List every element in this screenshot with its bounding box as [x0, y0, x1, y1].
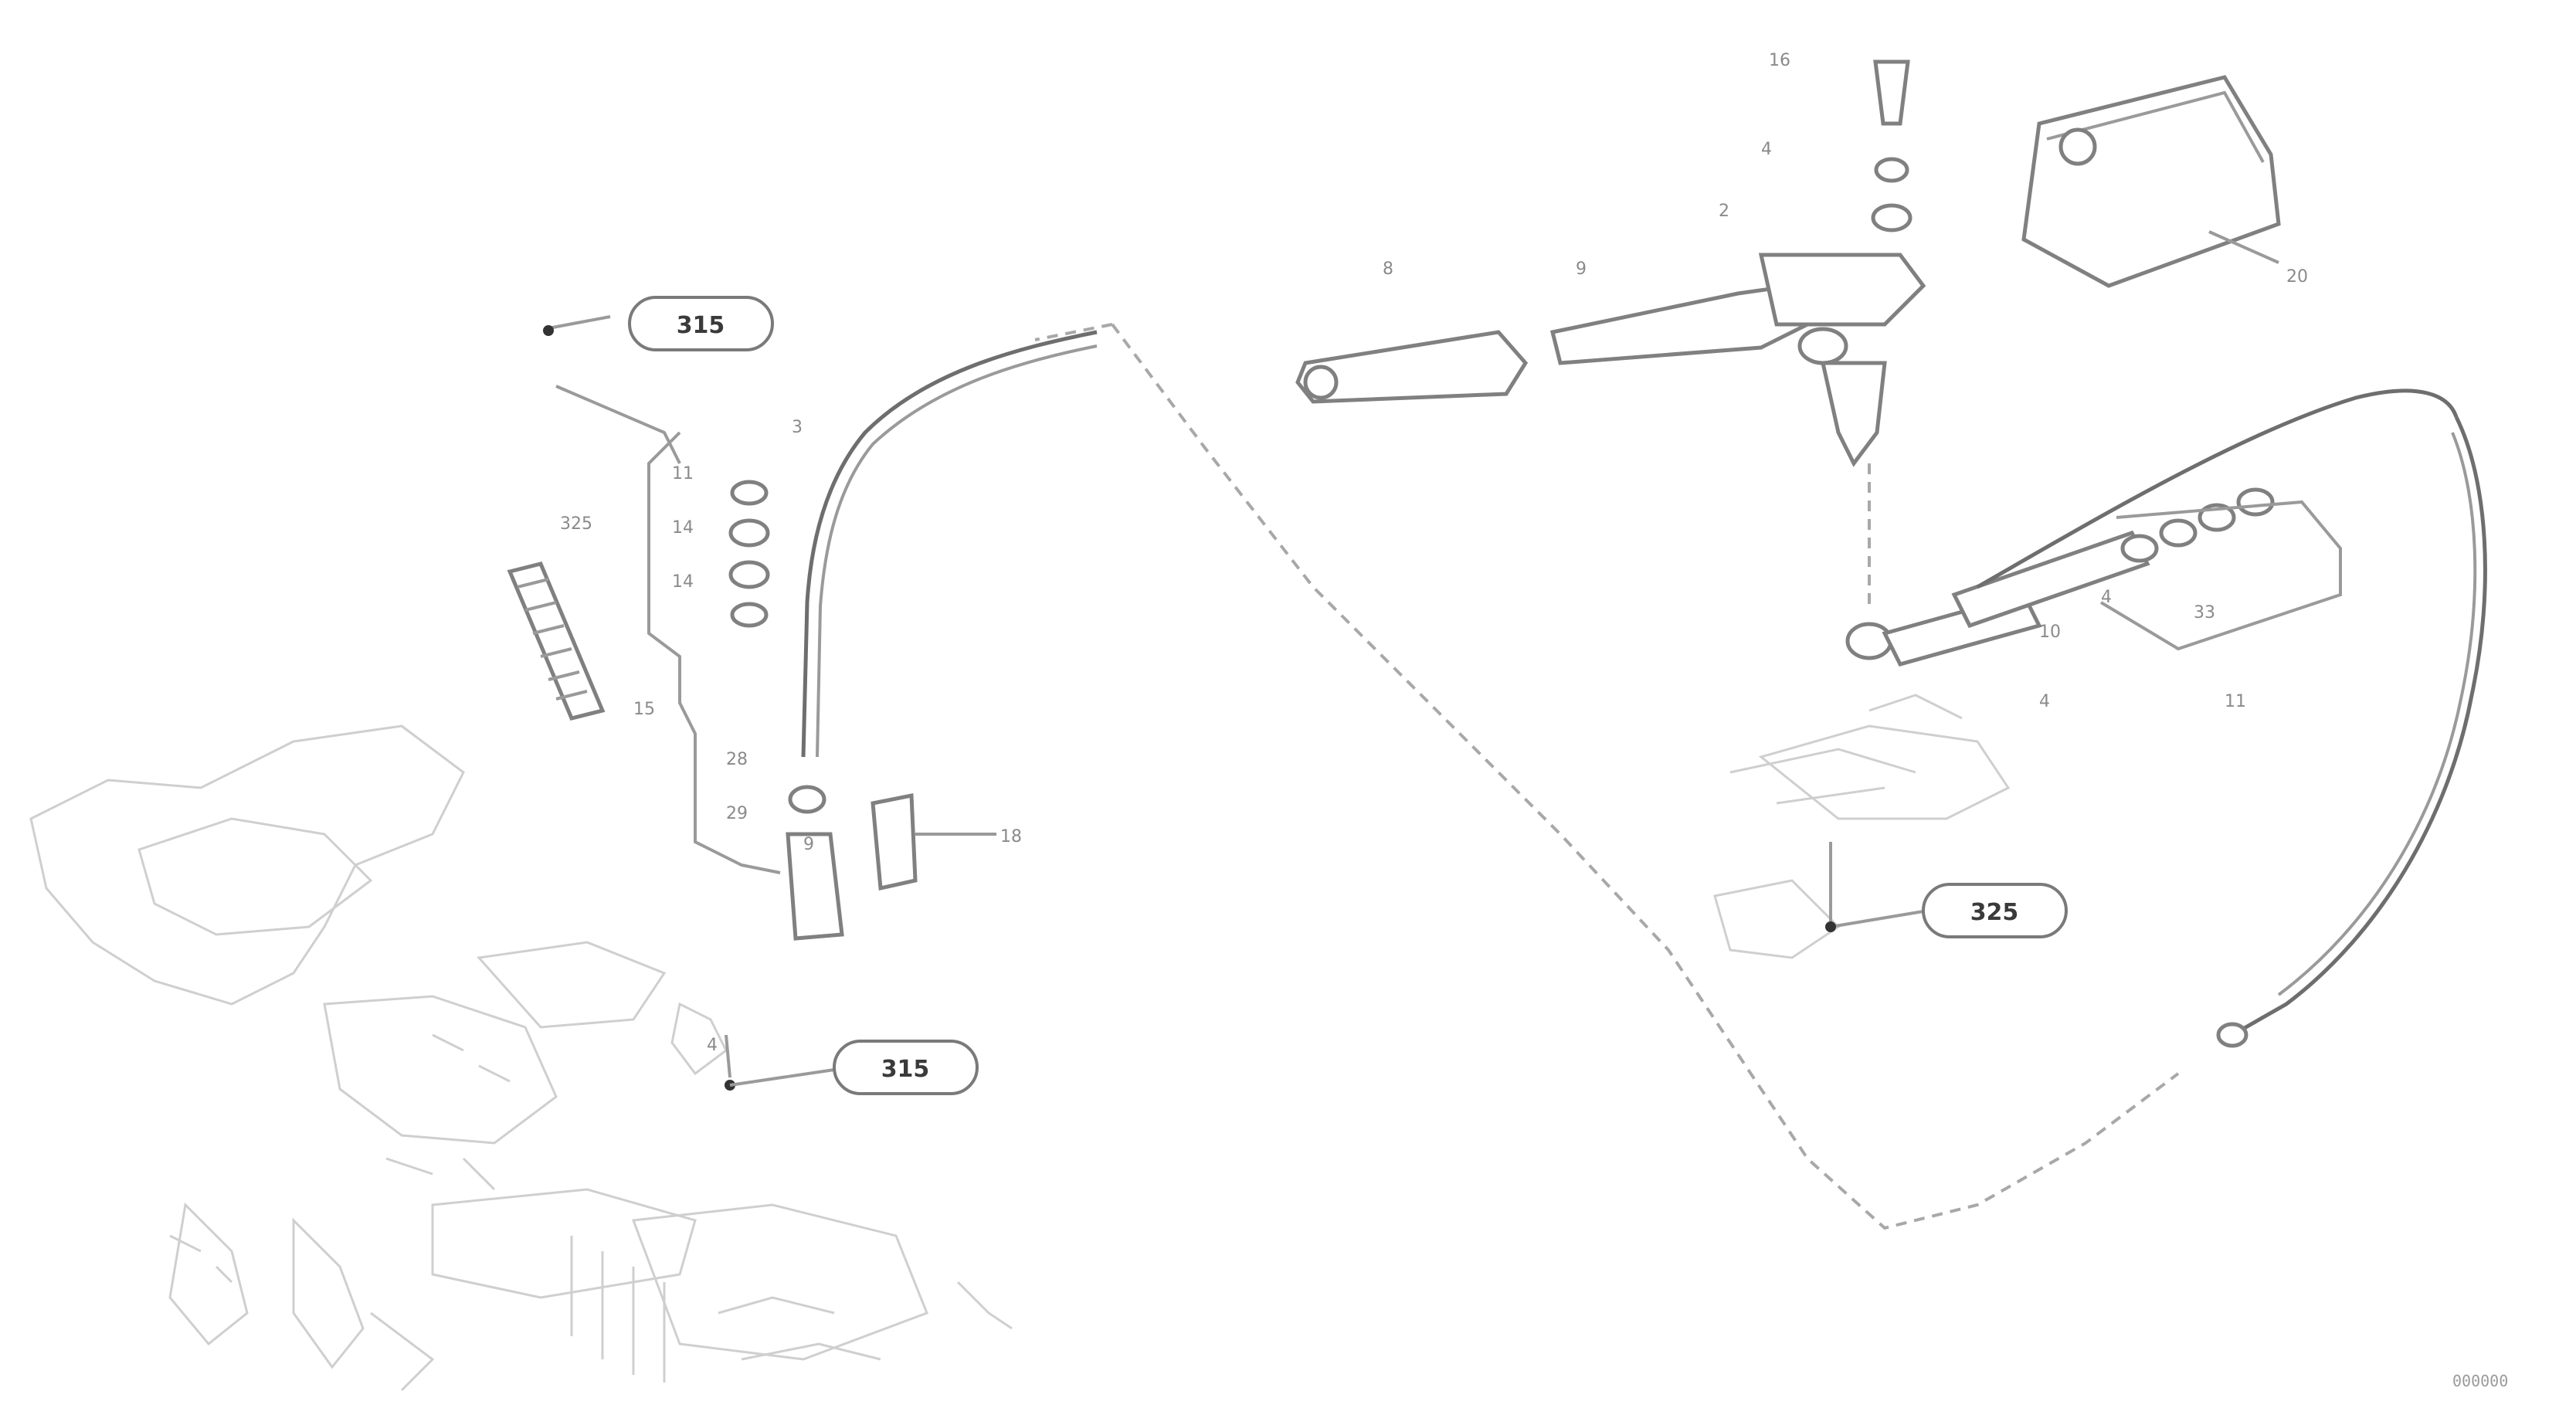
item-number: 4 — [2039, 692, 2050, 711]
ref-box-right: 325 — [1922, 883, 2068, 938]
item-number: 3 — [792, 418, 803, 437]
item-number: 14 — [672, 572, 694, 592]
item-number: 4 — [2101, 588, 2112, 607]
item-number: 9 — [803, 835, 814, 854]
item-number: 325 — [560, 514, 592, 534]
small-parts — [2120, 487, 2275, 563]
item-number: 15 — [633, 700, 655, 719]
background-machine-outline — [29, 724, 1013, 1392]
drawing-code: 000000 — [2452, 1372, 2508, 1390]
envelope-line — [1034, 323, 2180, 1230]
background-bracket-outline — [1713, 694, 2011, 959]
washer-stack — [728, 480, 770, 628]
item-number: 20 — [2286, 267, 2308, 287]
ref-box-upper-left: 315 — [628, 296, 774, 351]
ref-label-right: 325 — [1970, 899, 2019, 926]
item-number: 11 — [672, 464, 694, 483]
right-item-numbers: 8 16 2 9 4 20 10 4 4 33 11 — [1383, 51, 2308, 711]
item-number: 4 — [707, 1036, 718, 1055]
item-number: 33 — [2194, 603, 2215, 623]
left-assembly — [507, 315, 1098, 1091]
item-number: 10 — [2039, 623, 2061, 642]
item-number: 8 — [1383, 260, 1393, 279]
item-number: 16 — [1769, 51, 1790, 70]
item-number: 11 — [2225, 692, 2246, 711]
item-number: 29 — [726, 804, 748, 823]
right-assembly — [1295, 59, 2487, 1048]
leader-dot — [543, 325, 554, 336]
leader-dot-right — [1825, 921, 1836, 932]
item-number: 4 — [1761, 140, 1772, 159]
item-number: 9 — [1576, 260, 1587, 279]
left-item-numbers: 11 14 14 325 15 3 28 29 9 4 18 — [560, 418, 1022, 1055]
item-number: 2 — [1719, 202, 1729, 221]
item-number: 28 — [726, 750, 748, 769]
item-number: 14 — [672, 518, 694, 538]
item-number: 18 — [1000, 827, 1022, 846]
ref-label-lower-left: 315 — [881, 1056, 930, 1083]
ref-box-lower-left: 315 — [833, 1040, 979, 1095]
ref-label-upper-left: 315 — [677, 312, 725, 339]
